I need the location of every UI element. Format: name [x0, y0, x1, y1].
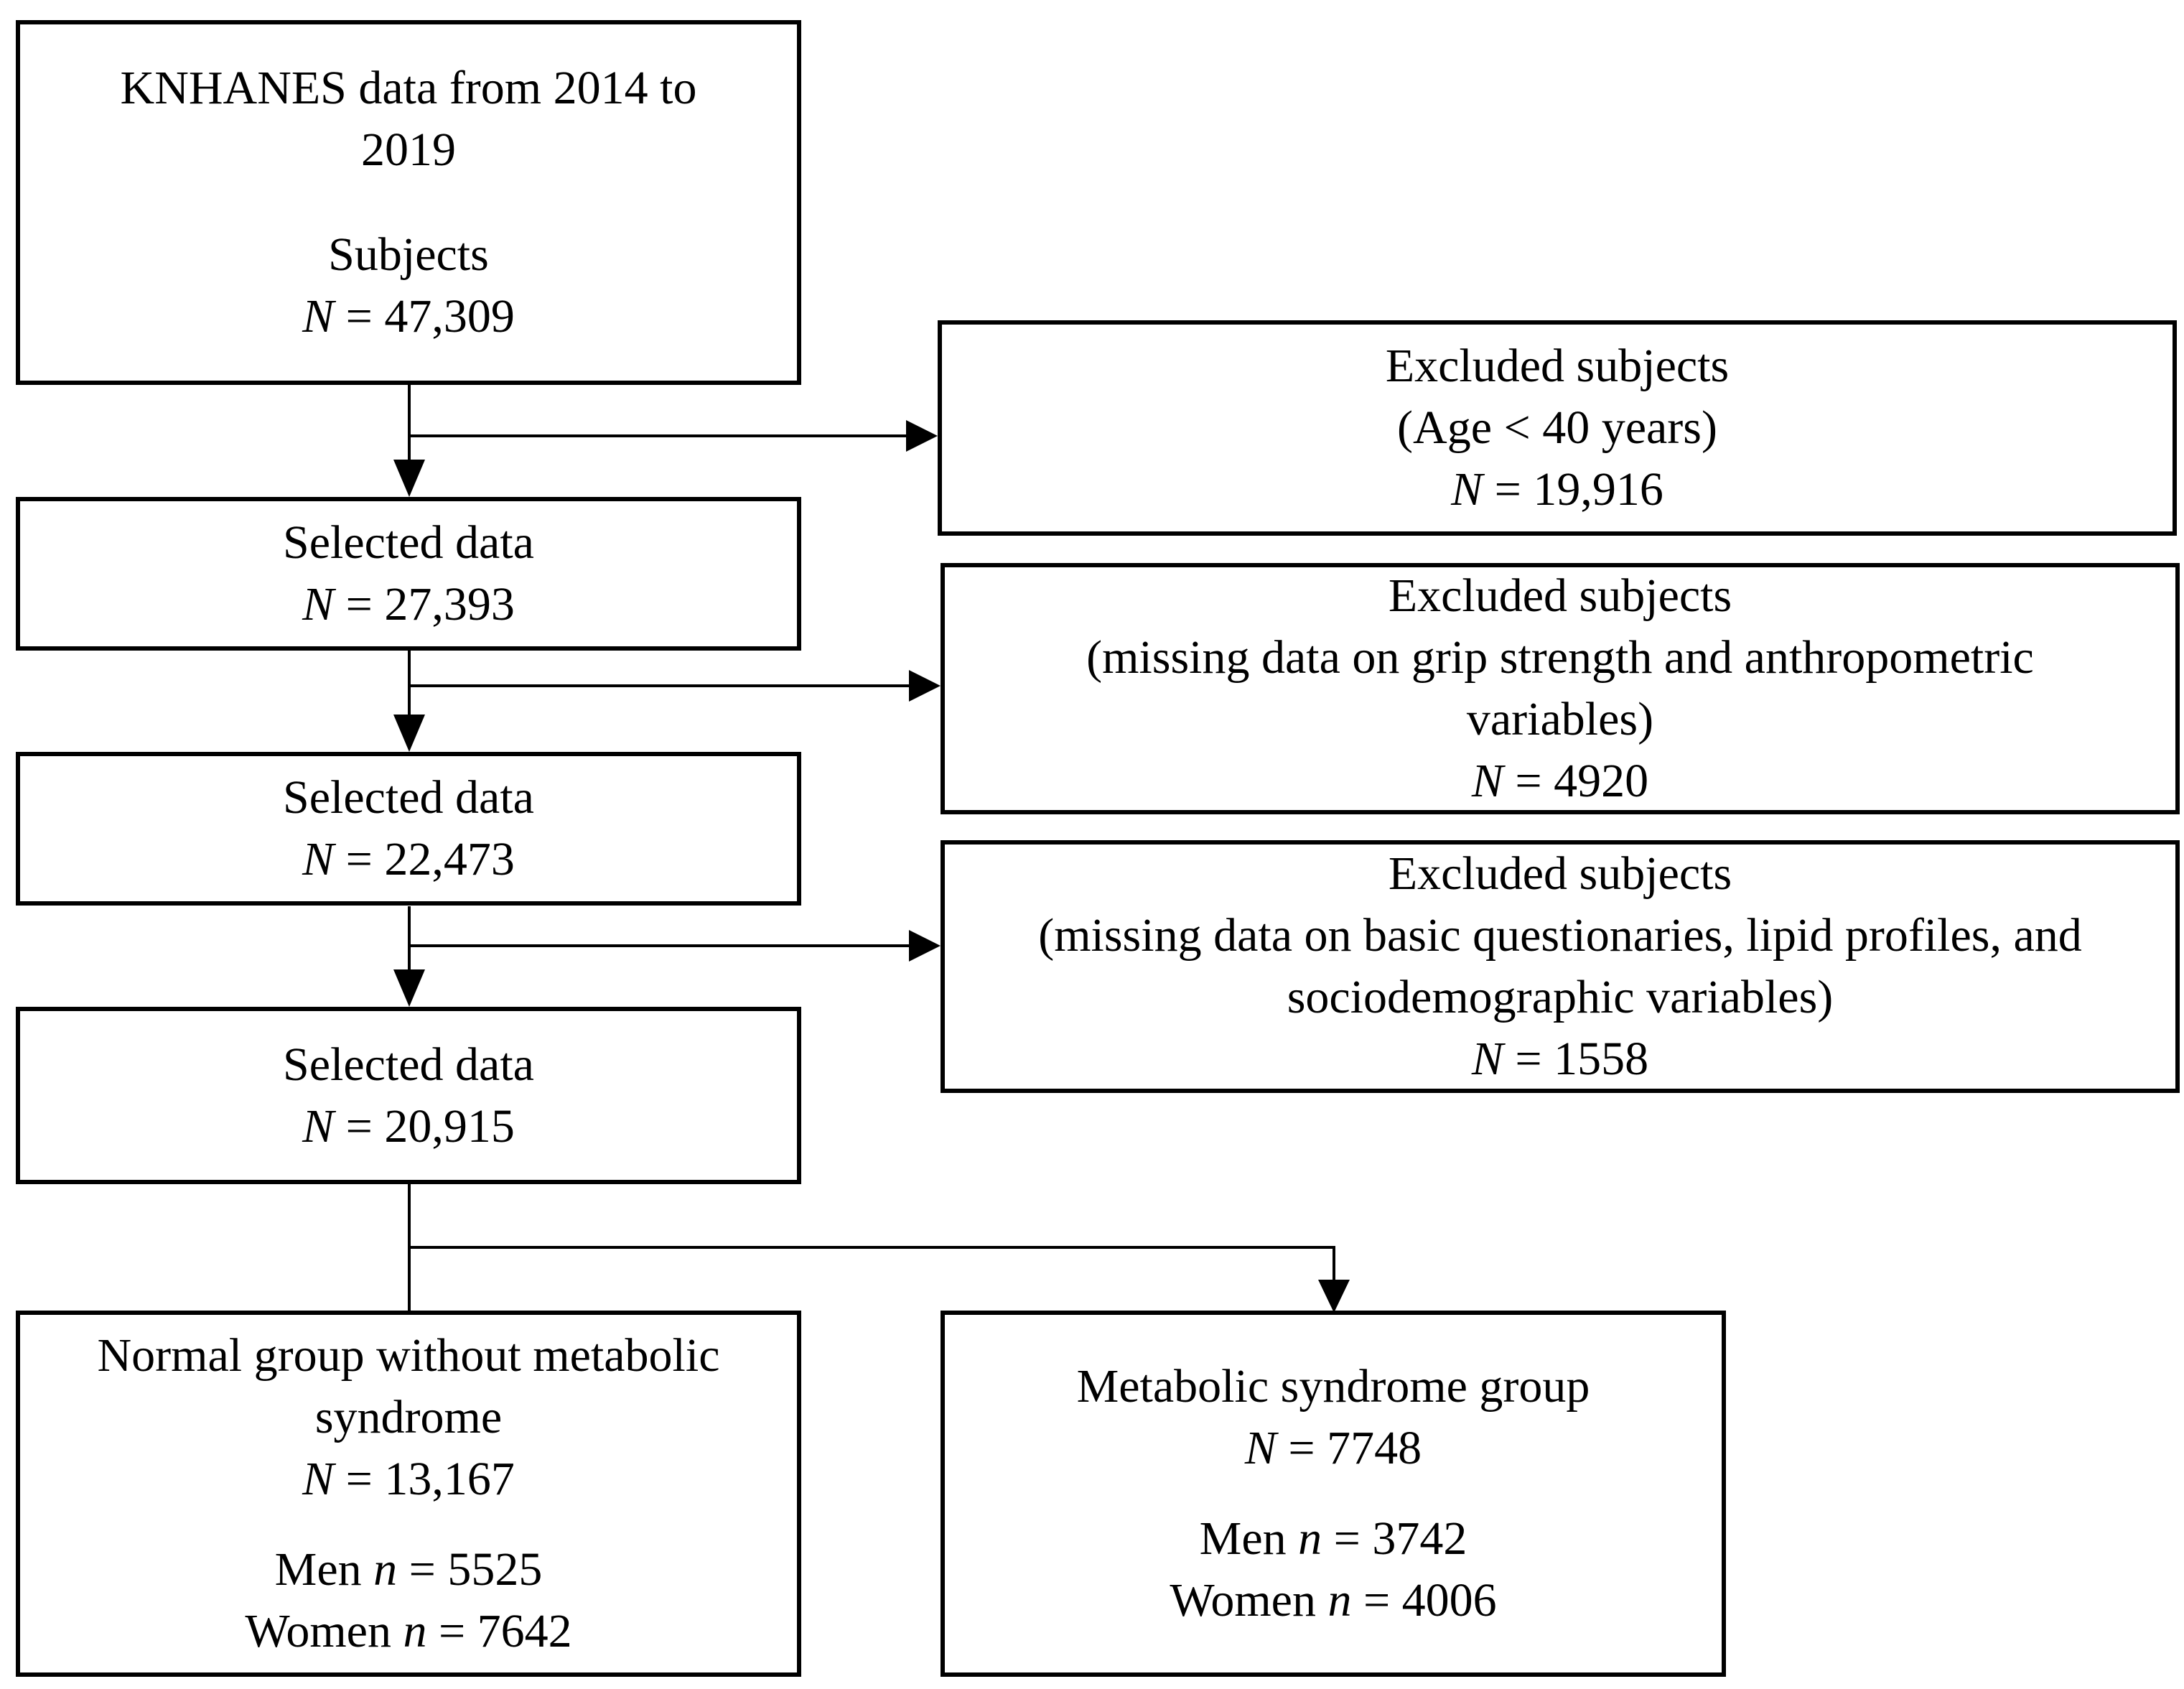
- selected-box-2: Selected data N = 22,473: [16, 752, 801, 906]
- excluded-count: N = 4920: [1471, 755, 1649, 807]
- selected-box-3: Selected data N = 20,915: [16, 1007, 801, 1184]
- connector-to-metabolic: [409, 1246, 1335, 1280]
- source-count: N = 47,309: [302, 290, 515, 343]
- excluded-box-2: Excluded subjects (missing data on grip …: [941, 563, 2180, 814]
- excluded-count: N = 1558: [1471, 1033, 1649, 1085]
- metabolic-group-men: Men n = 3742: [1199, 1512, 1467, 1565]
- selected-label: Selected data: [283, 771, 534, 824]
- excluded-reason: (missing data on grip strength and anthr…: [1086, 631, 2034, 684]
- excluded-title: Excluded subjects: [1388, 569, 1732, 622]
- selected-count: N = 20,915: [302, 1099, 515, 1153]
- normal-group-box: Normal group without metabolic syndrome …: [16, 1311, 801, 1677]
- excluded-box-1: Excluded subjects (Age < 40 years) N = 1…: [938, 320, 2177, 536]
- normal-group-women: Women n = 7642: [245, 1605, 572, 1657]
- arrowhead-exclusion-3: [909, 930, 941, 962]
- source-title-line1: KNHANES data from 2014 to: [120, 62, 697, 114]
- excluded-reason: (Age < 40 years): [1397, 401, 1717, 454]
- metabolic-group-women: Women n = 4006: [1170, 1574, 1497, 1627]
- metabolic-group-count: N = 7748: [1244, 1422, 1422, 1474]
- source-box: KNHANES data from 2014 to 2019 Subjects …: [16, 20, 801, 385]
- arrowhead-selected-2: [393, 715, 425, 752]
- normal-group-men: Men n = 5525: [274, 1543, 543, 1596]
- source-label: Subjects: [328, 228, 489, 281]
- selected-label: Selected data: [283, 1038, 534, 1091]
- metabolic-group-title: Metabolic syndrome group: [1076, 1360, 1590, 1413]
- normal-group-title-line2: syndrome: [314, 1391, 503, 1443]
- arrowhead-metabolic: [1318, 1280, 1350, 1313]
- normal-group-count: N = 13,167: [302, 1453, 515, 1505]
- normal-group-title-line1: Normal group without metabolic: [97, 1329, 720, 1382]
- arrowhead-selected-3: [393, 969, 425, 1007]
- selected-box-1: Selected data N = 27,393: [16, 497, 801, 651]
- excluded-reason: (missing data on basic questionaries, li…: [1038, 909, 2082, 962]
- excluded-count: N = 19,916: [1451, 463, 1663, 516]
- excluded-reason: variables): [1466, 693, 1654, 745]
- excluded-box-3: Excluded subjects (missing data on basic…: [941, 840, 2180, 1093]
- excluded-reason: sociodemographic variables): [1287, 971, 1834, 1023]
- arrowhead-selected-1: [393, 460, 425, 497]
- arrowhead-exclusion-2: [909, 670, 941, 702]
- source-title-line2: 2019: [361, 124, 456, 176]
- metabolic-group-box: Metabolic syndrome group N = 7748 Men n …: [941, 1311, 1726, 1677]
- arrowhead-exclusion-1: [906, 420, 938, 452]
- excluded-title: Excluded subjects: [1385, 340, 1730, 392]
- selected-count: N = 27,393: [302, 578, 515, 631]
- selected-count: N = 22,473: [302, 833, 515, 885]
- excluded-title: Excluded subjects: [1388, 847, 1732, 900]
- selected-label: Selected data: [283, 516, 534, 569]
